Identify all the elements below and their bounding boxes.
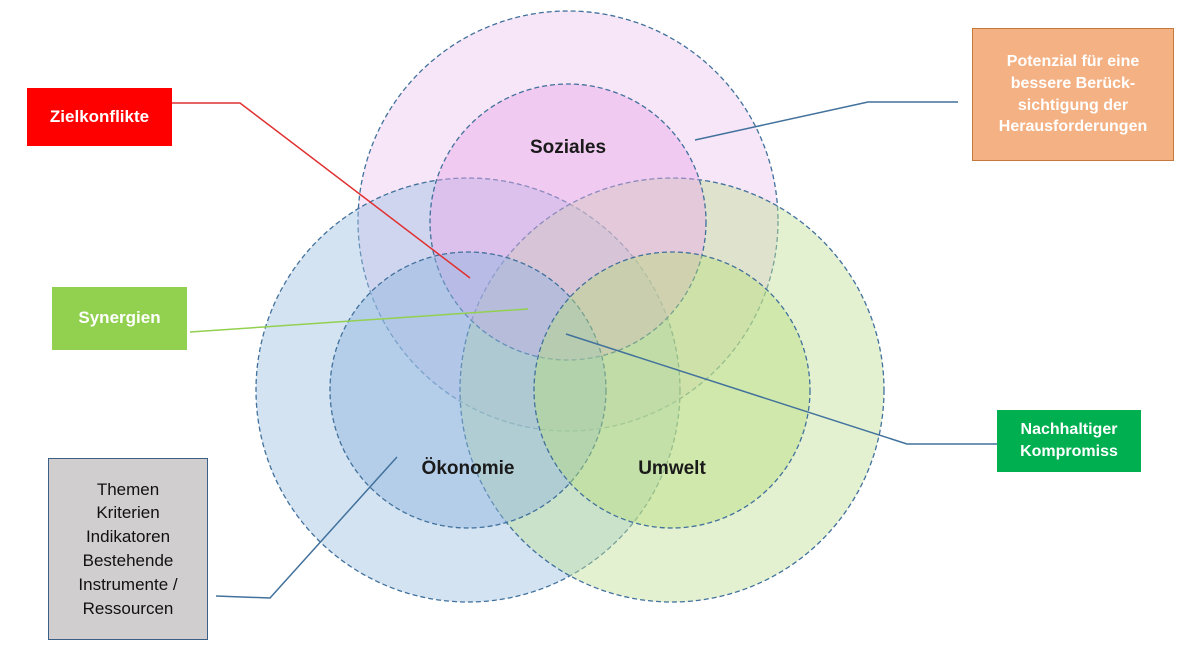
zielkonflikte-box: Zielkonflikte [27, 88, 172, 146]
synergien-label: Synergien [78, 308, 161, 328]
umwelt-outer-circle [459, 177, 885, 603]
soziales-inner-circle [429, 83, 707, 361]
potenzial-connector [694, 101, 958, 141]
zielkonflikte-label: Zielkonflikte [49, 106, 150, 126]
themen-list: Themen Kriterien Indikatoren Bestehende … [78, 478, 177, 621]
potenzial-text: Potenzial für eine bessere Berück- sicht… [999, 51, 1147, 137]
themen-item: Instrumente / [78, 574, 178, 594]
kompromiss-line: Nachhaltiger [1020, 421, 1118, 439]
zielkonflikte-connector [172, 102, 471, 279]
potenzial-line: sichtigung der [1017, 96, 1129, 114]
potenzial-line: bessere Berück- [1010, 74, 1136, 92]
themen-connector [215, 456, 398, 599]
oekonomie-inner-circle [329, 251, 607, 529]
soziales-label: Soziales [530, 137, 606, 158]
kompromiss-box: Nachhaltiger Kompromiss [997, 410, 1141, 472]
themen-item: Themen [96, 479, 160, 499]
themen-item: Kriterien [96, 503, 160, 523]
kompromiss-text: Nachhaltiger Kompromiss [1020, 419, 1118, 462]
umwelt-label: Umwelt [638, 458, 706, 479]
soziales-outer-circle [357, 10, 779, 432]
themen-item: Ressourcen [82, 598, 174, 618]
umwelt-inner-circle [533, 251, 811, 529]
themen-item: Indikatoren [85, 527, 171, 547]
potenzial-line: Herausforderungen [998, 118, 1148, 136]
themen-item: Bestehende [82, 551, 174, 570]
kompromiss-connector [565, 333, 997, 445]
potenzial-box: Potenzial für eine bessere Berück- sicht… [972, 28, 1174, 161]
themen-box: Themen Kriterien Indikatoren Bestehende … [48, 458, 208, 640]
synergien-box: Synergien [52, 287, 187, 350]
synergien-connector [189, 308, 529, 333]
potenzial-line: Potenzial für eine [1006, 53, 1140, 71]
oekonomie-label: Ökonomie [422, 458, 515, 479]
kompromiss-line: Kompromiss [1020, 443, 1118, 460]
